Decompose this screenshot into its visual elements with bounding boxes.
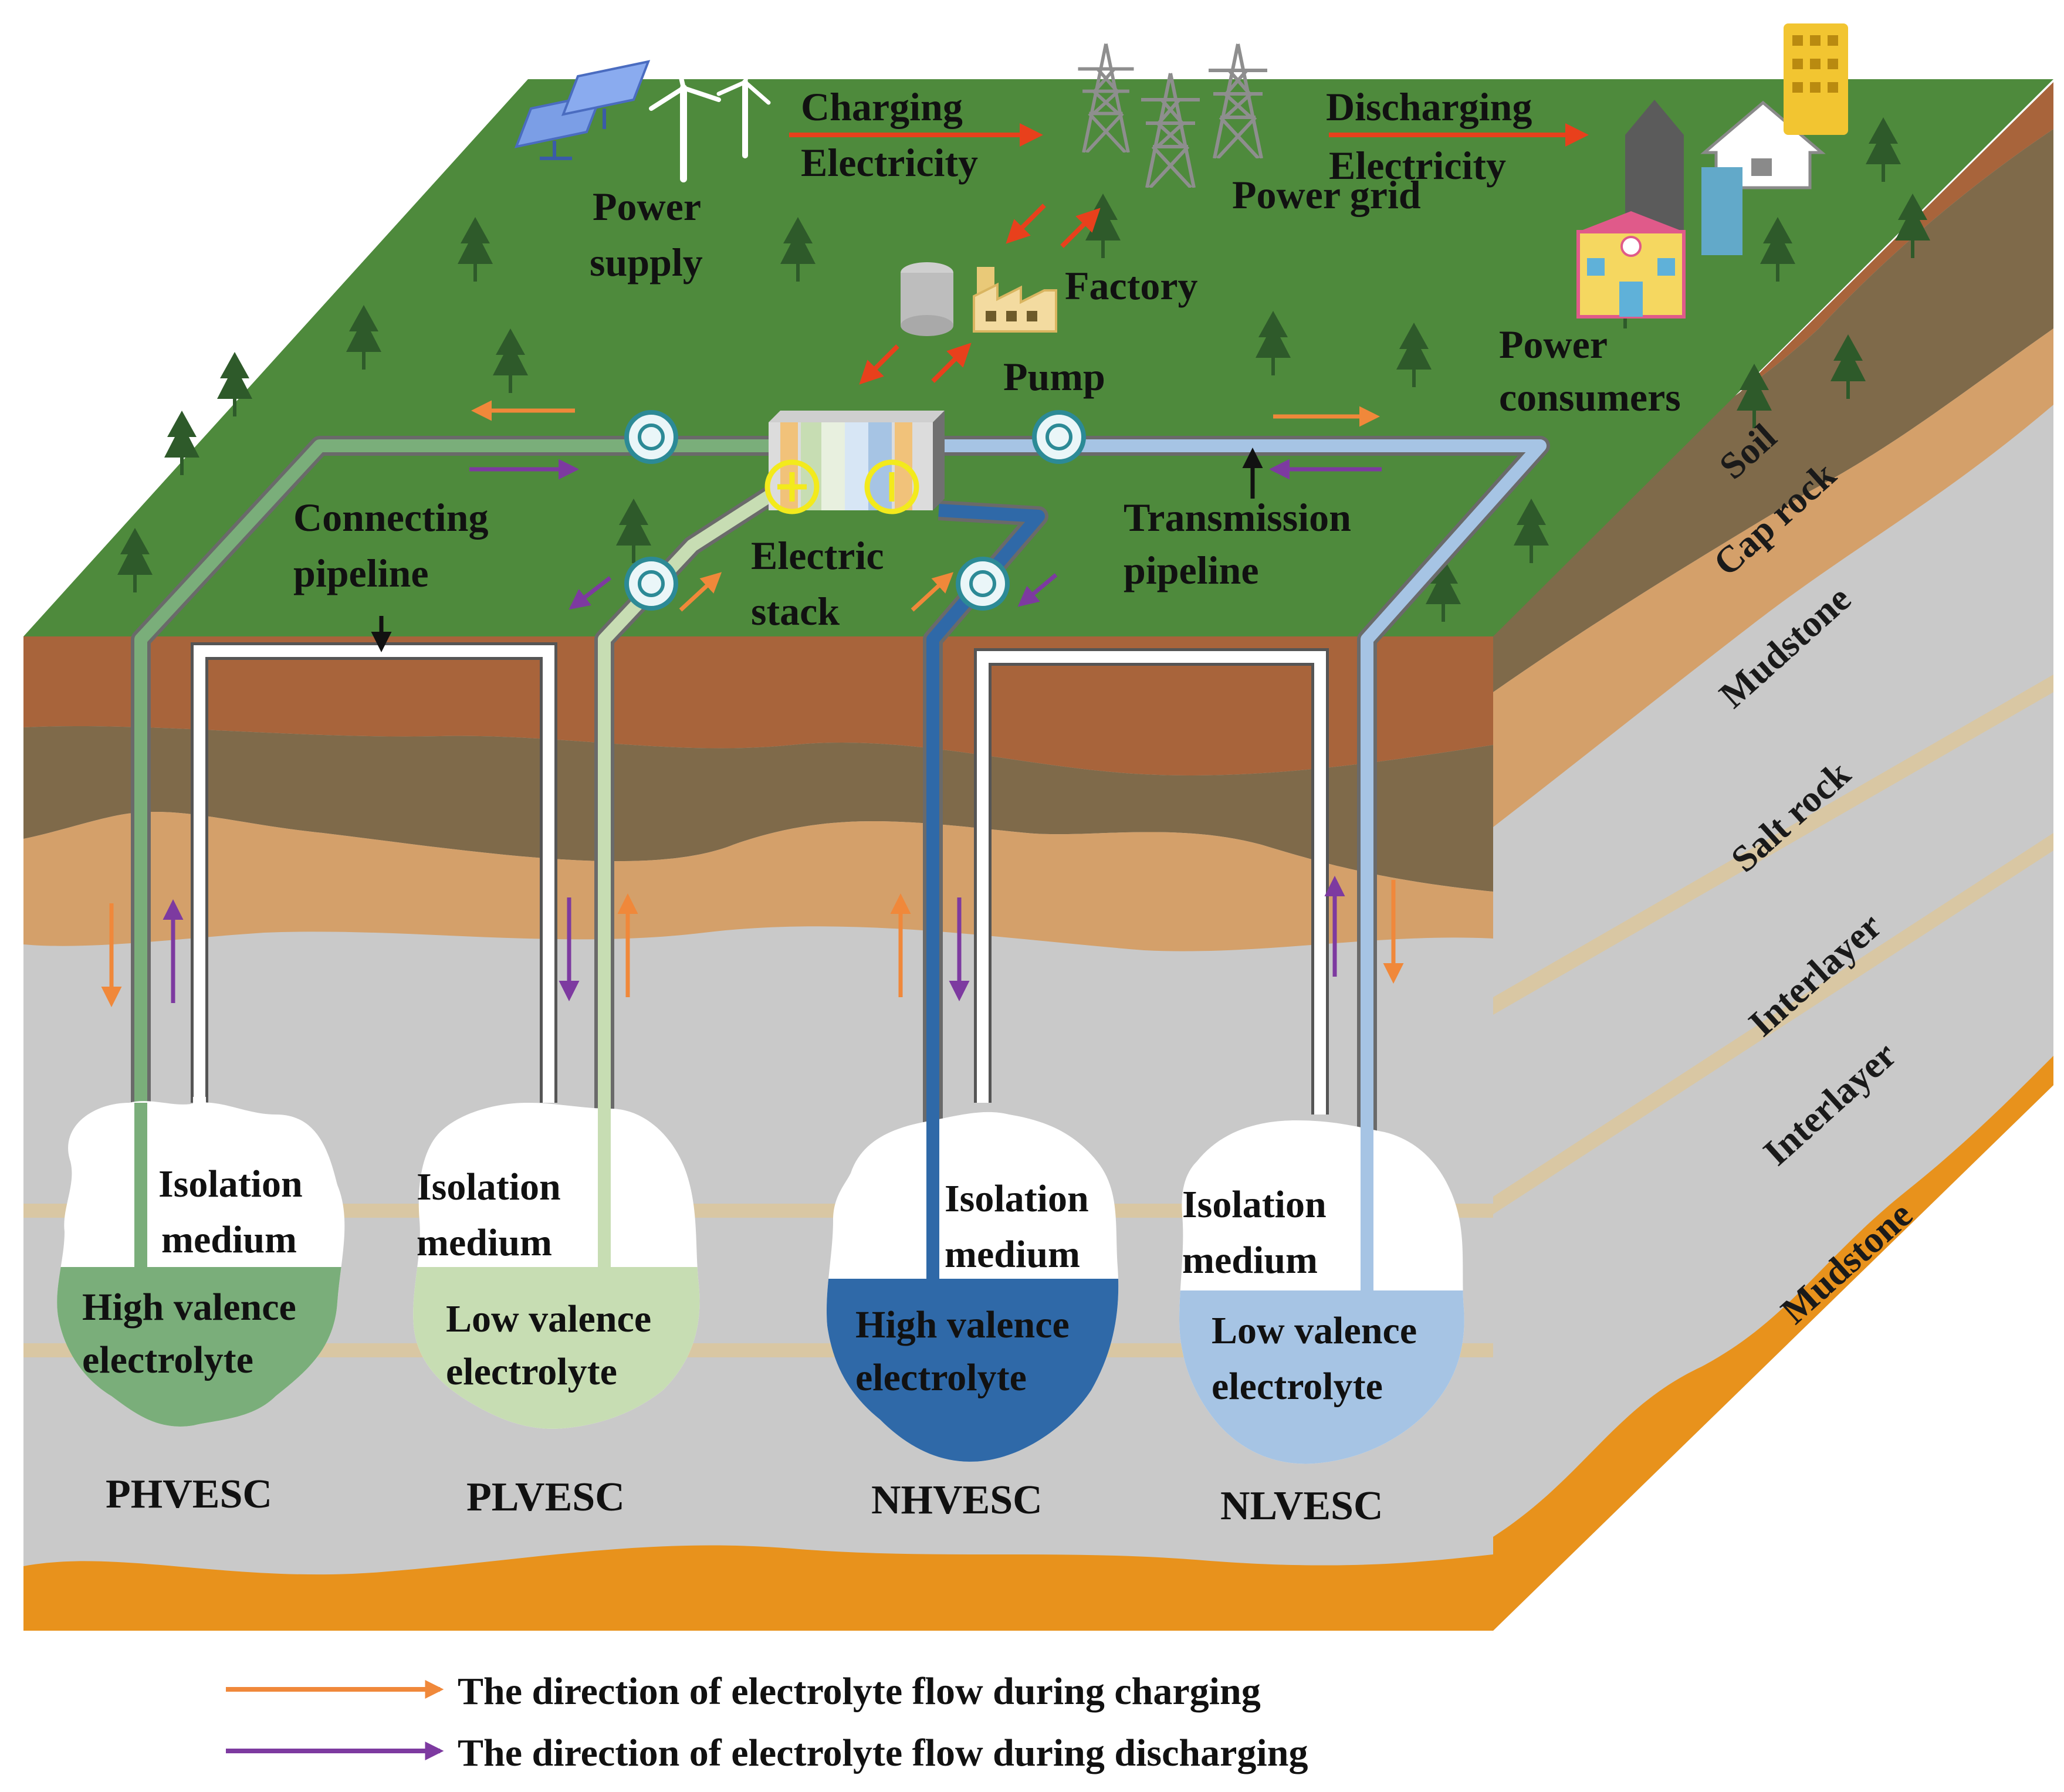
wind-turbine-icon	[649, 48, 771, 182]
cavern-nlvesc-electrolyte-line1: Low valence	[1212, 1309, 1417, 1352]
connecting-pipeline-label-line1: Connecting	[293, 495, 488, 540]
pump-icon	[624, 410, 678, 464]
cavern-nhvesc-electrolyte-line2: electrolyte	[855, 1356, 1027, 1399]
legend-discharging-text: The direction of electrolyte flow during…	[458, 1732, 1308, 1774]
cavern-phvesc-isolation-line1: Isolation	[158, 1163, 303, 1205]
pump-icon	[1032, 410, 1086, 464]
pump-icon	[956, 557, 1010, 611]
cavern-plvesc-electrolyte-line1: Low valence	[446, 1298, 651, 1340]
cavern-plvesc-code: PLVESC	[466, 1475, 625, 1520]
surface-labels: Charging Electricity Discharging Electri…	[293, 84, 1681, 634]
pipe-tails	[134, 1097, 1373, 1431]
cavern-nlvesc-isolation-line1: Isolation	[1182, 1183, 1327, 1226]
surface-flow-arrows	[371, 400, 1382, 652]
cavern-nhvesc-code: NHVESC	[871, 1478, 1043, 1523]
transmission-pipeline-label-line2: pipeline	[1124, 548, 1259, 592]
front-soil	[23, 636, 1493, 775]
electric-stack-label-line2: stack	[751, 589, 840, 634]
cavern-nlvesc-electrolyte-line2: electrolyte	[1212, 1365, 1383, 1408]
pump-icon	[624, 557, 678, 611]
pump-icons	[624, 410, 1086, 611]
pipe-nlvesc-fill	[939, 439, 1547, 1431]
side-caprock	[1493, 129, 2053, 692]
side-mudstone-lower	[1493, 1056, 2053, 1631]
electric-stack	[764, 411, 945, 514]
pipe-phvesc-fill	[134, 439, 774, 1390]
legend: The direction of electrolyte flow during…	[226, 1670, 1308, 1774]
front-caprock	[23, 726, 1493, 892]
cavern-plvesc-electrolyte-line2: electrolyte	[446, 1350, 617, 1393]
cavern-labels: Isolation medium High valence electrolyt…	[82, 1163, 1417, 1529]
power-consumers-buildings-icon	[1576, 23, 1848, 319]
power-grid-label: Power grid	[1232, 172, 1421, 217]
cavern-plvesc-isolation-line2: medium	[417, 1221, 552, 1264]
transmission-pipeline-label-line1: Transmission	[1124, 495, 1351, 540]
cavern-nhvesc-isolation-line1: Isolation	[945, 1177, 1089, 1220]
cavern-phvesc-electrolyte-line2: electrolyte	[82, 1339, 253, 1381]
charging-label-line2: Electricity	[801, 140, 978, 185]
ground-surface	[23, 79, 2053, 636]
connecting-pipeline-negative-fill	[977, 651, 1326, 1115]
cavern-nhvesc-electrolyte-line1: High valence	[855, 1303, 1070, 1346]
factory-label: Factory	[1065, 263, 1198, 308]
power-consumers-label-line2: consumers	[1499, 375, 1681, 419]
electric-stack-label-line1: Electric	[751, 533, 884, 578]
legend-charging-text: The direction of electrolyte flow during…	[458, 1670, 1261, 1713]
negative-terminal-icon	[864, 459, 919, 514]
factory-to-stack-arrow	[859, 344, 899, 385]
grid-to-factory-arrow	[1006, 204, 1046, 244]
underground-flow-arrows	[101, 876, 1404, 1007]
pump-label: Pump	[1003, 354, 1105, 399]
solar-panel-icon	[514, 60, 651, 160]
cavern-plvesc-isolation-line1: Isolation	[417, 1166, 561, 1208]
discharging-label-line2: Electricity	[1329, 143, 1506, 188]
discharging-label-line1: Discharging	[1326, 84, 1532, 129]
cavern-nlvesc	[1179, 1120, 1464, 1464]
cavern-nhvesc-isolation-line2: medium	[945, 1233, 1080, 1276]
stack-to-factory-arrow	[931, 343, 972, 383]
charging-label-line1: Charging	[801, 84, 963, 129]
side-interlayer-2	[1493, 833, 2053, 1214]
cavern-phvesc-code: PHVESC	[106, 1472, 272, 1517]
cavern-phvesc-electrolyte-line1: High valence	[82, 1286, 296, 1329]
power-supply-label-line2: supply	[590, 240, 703, 284]
front-mudstone-upper	[23, 811, 1493, 951]
power-supply-label-line1: Power	[593, 184, 701, 229]
side-interlayer-1	[1493, 675, 2053, 1015]
cavern-phvesc-isolation-line2: medium	[161, 1218, 297, 1261]
front-mudstone-lower	[23, 1545, 1493, 1631]
cavern-plvesc	[413, 1103, 700, 1429]
positive-terminal-icon	[764, 459, 820, 514]
power-consumers-label-line1: Power	[1499, 322, 1608, 367]
cavern-nhvesc	[826, 1112, 1119, 1462]
factory-to-grid-arrow	[1060, 208, 1101, 248]
side-mudstone-upper	[1493, 328, 2053, 827]
cavern-nlvesc-isolation-line2: medium	[1182, 1239, 1318, 1282]
factory-icon	[901, 262, 1057, 336]
connecting-pipeline-label-line2: pipeline	[293, 551, 429, 595]
cavern-nlvesc-code: NLVESC	[1220, 1483, 1383, 1529]
